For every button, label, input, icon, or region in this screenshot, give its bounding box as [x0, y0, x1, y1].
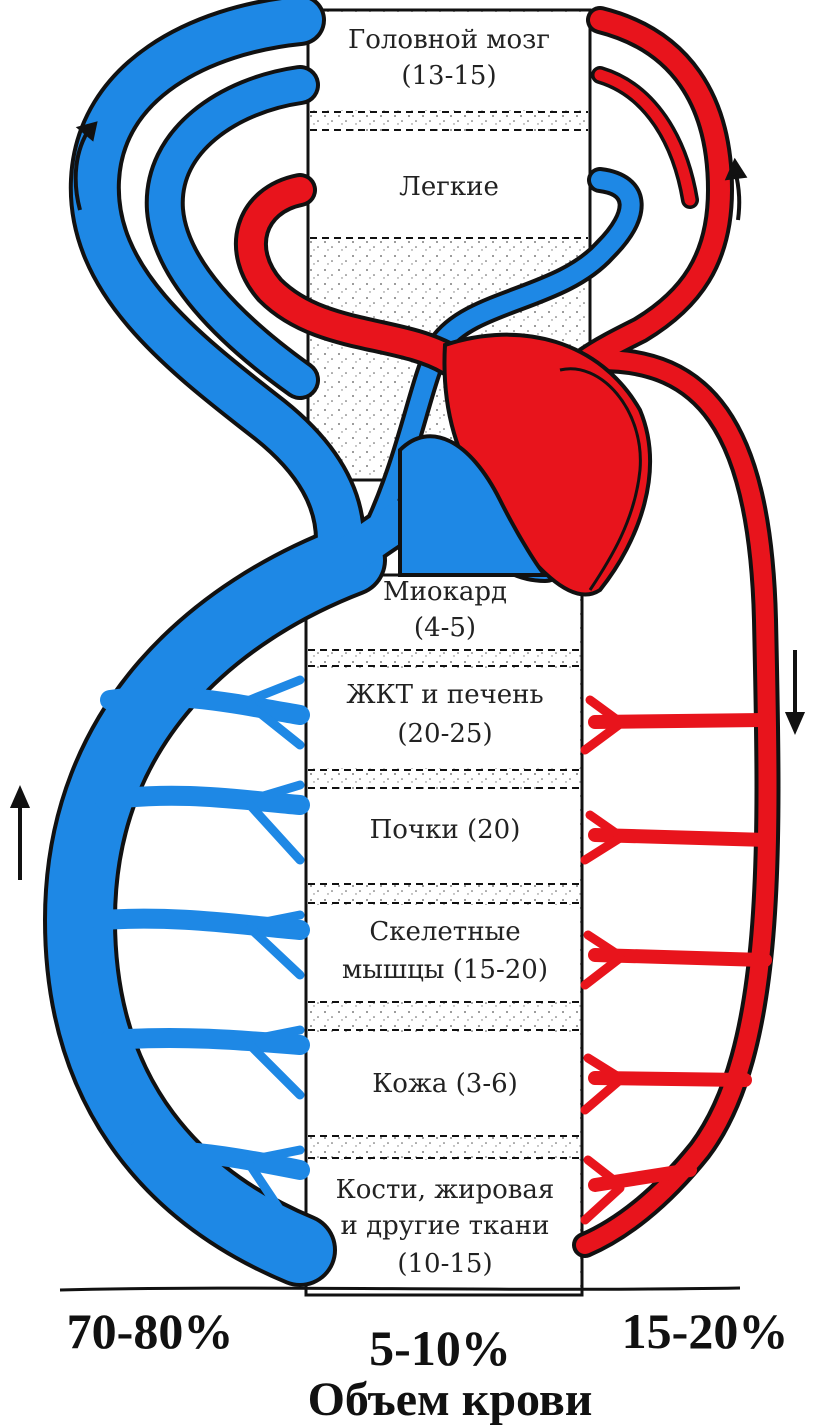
skin-label: Кожа (3-6): [372, 1069, 518, 1099]
venous-volume-pct: 70-80%: [67, 1303, 234, 1359]
kidneys-label: Почки (20): [370, 815, 521, 845]
skeletal-muscle-value: мышцы (15-20): [342, 955, 548, 985]
skeletal-muscle-label: Скелетные: [369, 917, 520, 947]
other-tissues-label: и другие ткани: [341, 1211, 550, 1241]
arterial-volume-pct: 15-20%: [622, 1303, 789, 1359]
base-line: [60, 1288, 740, 1290]
brain-value: (13-15): [401, 61, 496, 91]
bones-fat-value: (10-15): [397, 1249, 492, 1279]
gi-liver-value: (20-25): [397, 719, 492, 749]
brain-label: Головной мозг: [348, 25, 550, 55]
blood-volume-title: Объем крови: [308, 1373, 593, 1426]
capillary-volume-pct: 5-10%: [369, 1320, 511, 1376]
myocardium-value: (4-5): [414, 613, 476, 643]
myocardium-label: Миокард: [383, 577, 507, 607]
gi-liver-label: ЖКТ и печень: [346, 680, 543, 710]
lungs-label: Легкие: [399, 172, 499, 202]
bones-fat-label: Кости, жировая: [336, 1175, 555, 1205]
